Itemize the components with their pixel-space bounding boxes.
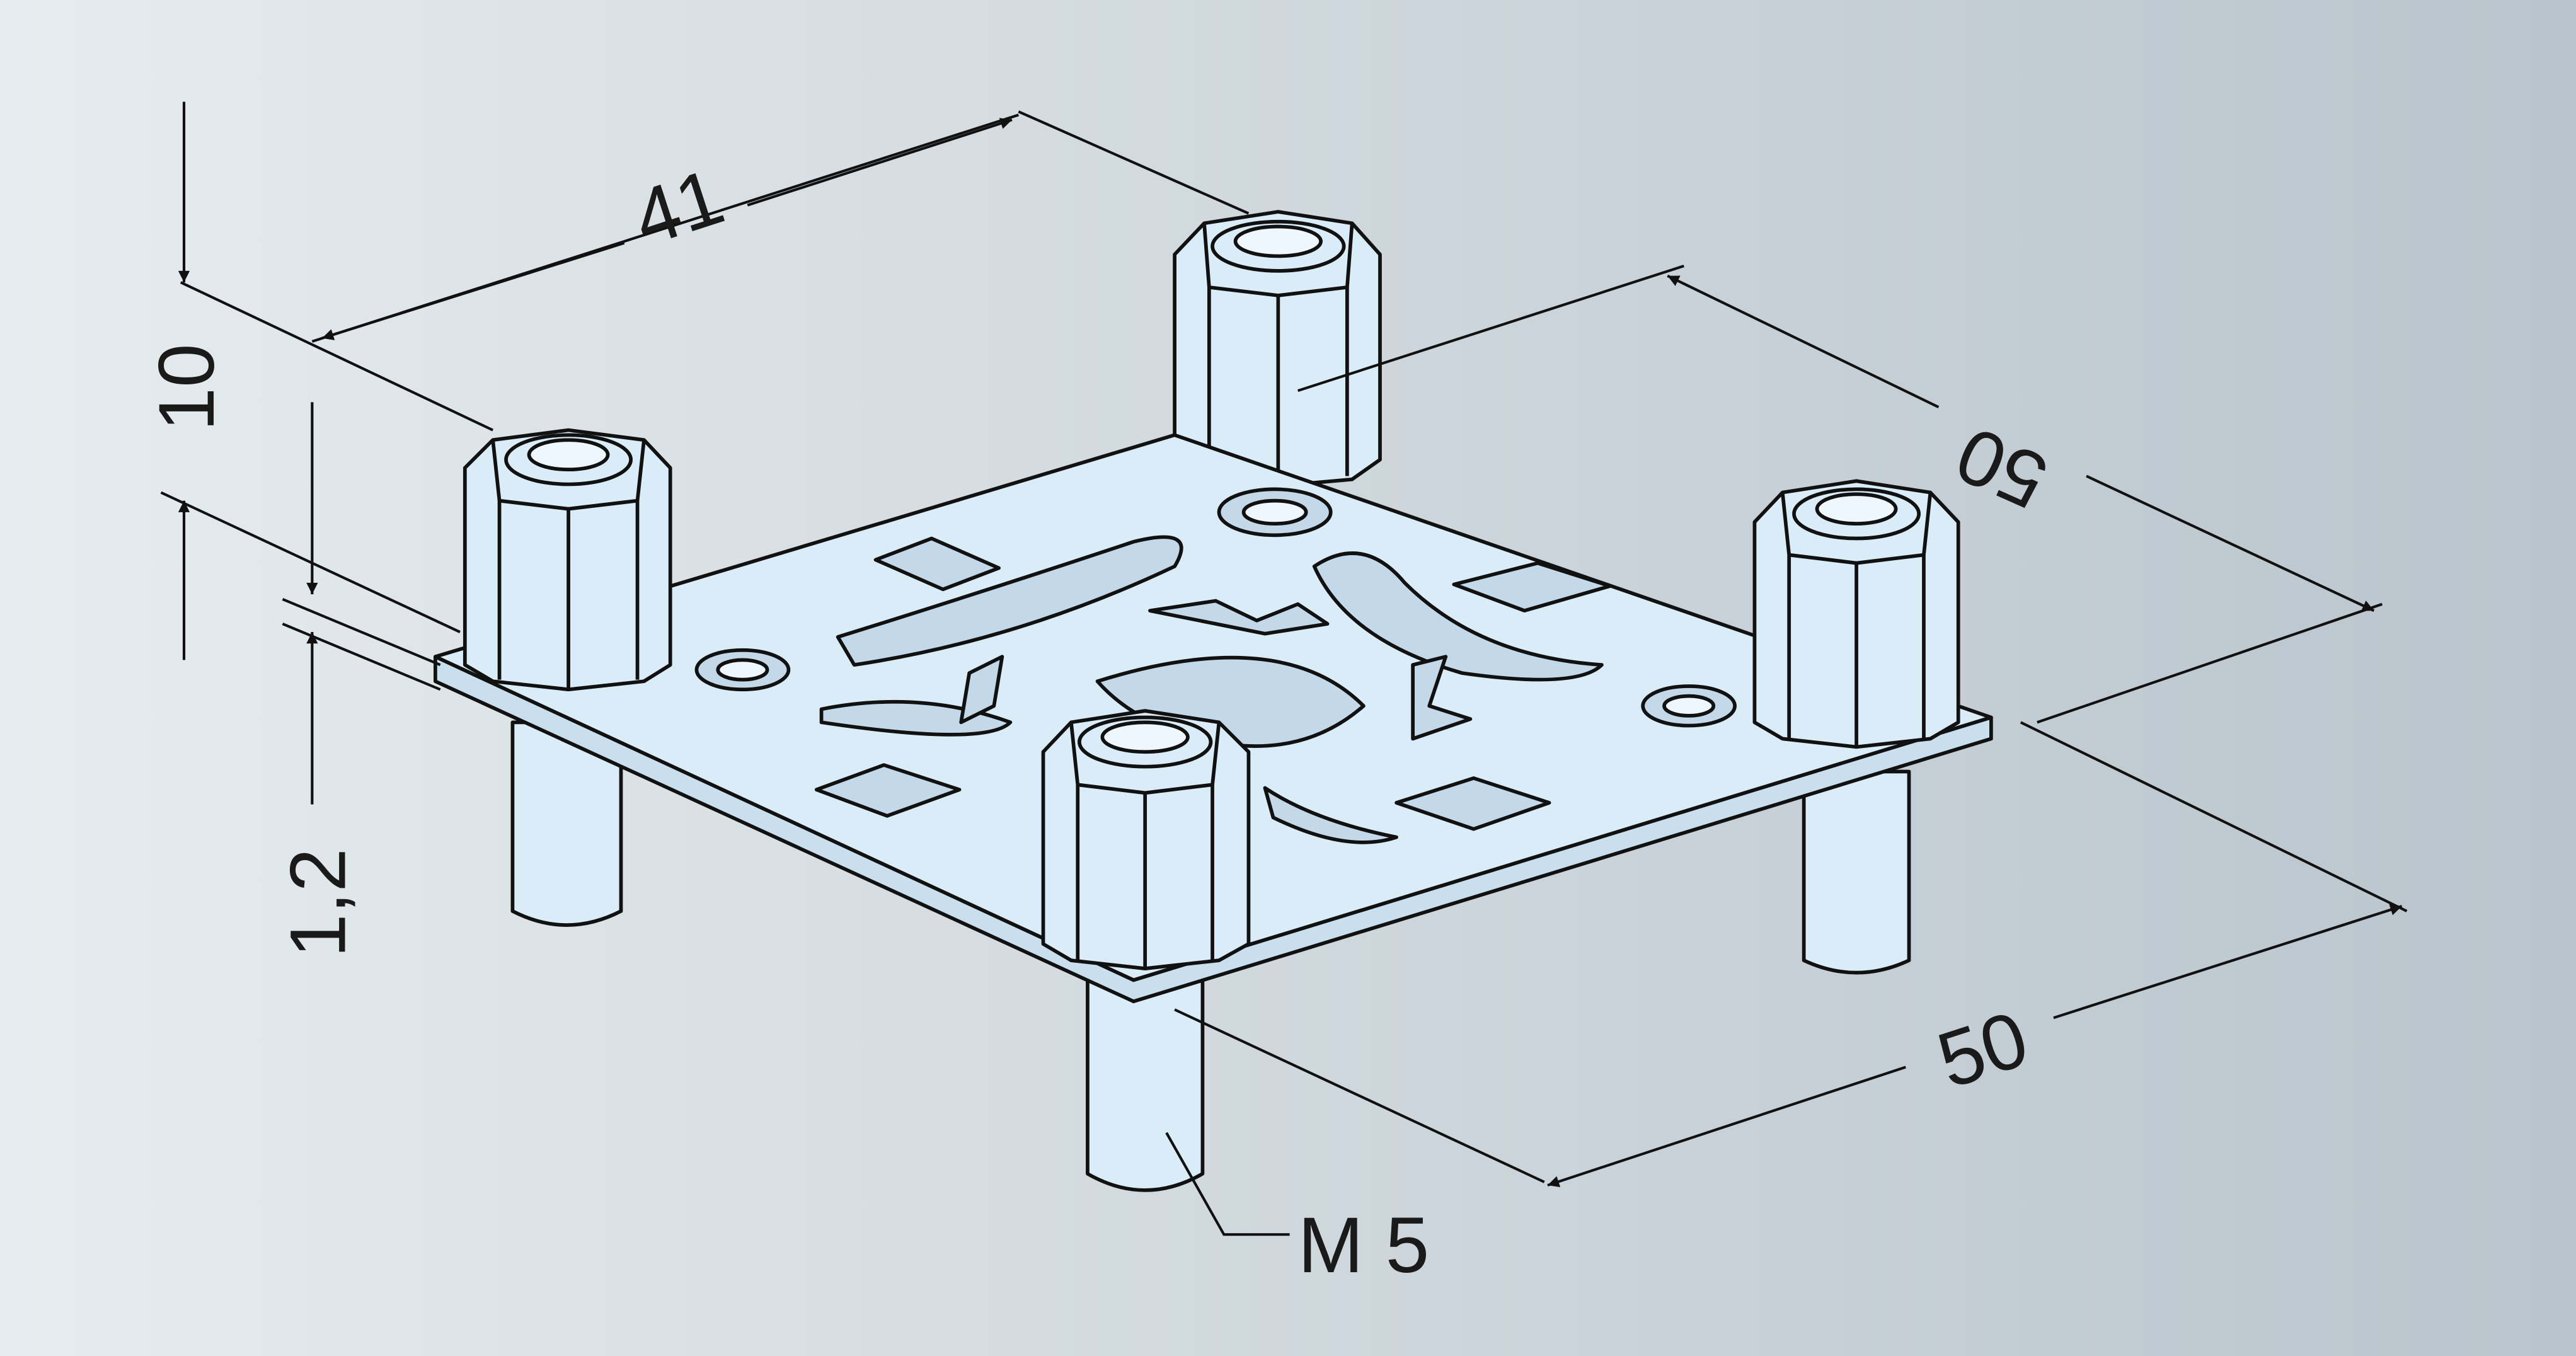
dimension-lines bbox=[160, 101, 2408, 1236]
front-stud bbox=[1086, 967, 1205, 1192]
rear-pillar bbox=[1173, 210, 1382, 488]
right-stud bbox=[1802, 769, 1911, 975]
front-pillar bbox=[1041, 709, 1251, 971]
left-pillar bbox=[463, 428, 672, 692]
spacer-plate-assembly bbox=[434, 210, 1993, 1192]
dim-thread: M 5 bbox=[1298, 1201, 1430, 1289]
left-stud bbox=[510, 720, 623, 927]
dim-plate-thickness: 1,2 bbox=[273, 848, 362, 958]
right-pillar bbox=[1752, 479, 1960, 749]
dim-pillar-height: 10 bbox=[142, 343, 231, 431]
